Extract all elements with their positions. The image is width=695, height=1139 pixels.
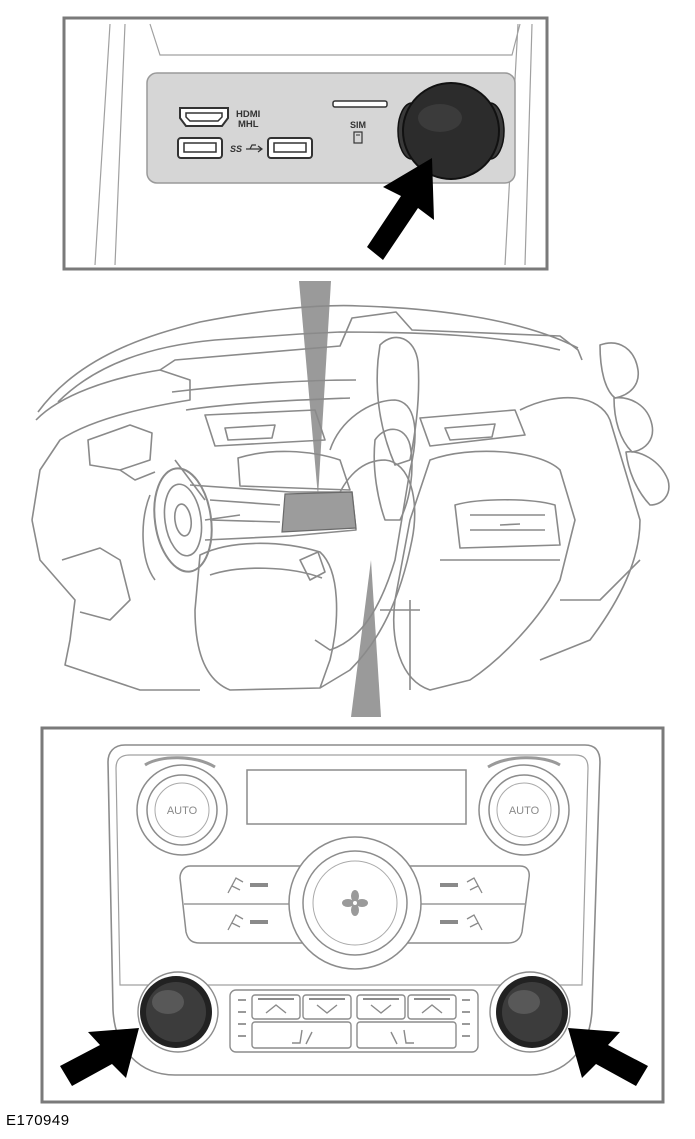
airflow-face-icon	[440, 877, 483, 894]
seat-arrows	[258, 998, 450, 1014]
upper-pointer-wedge	[299, 281, 331, 497]
car-interior	[31, 304, 670, 691]
usb-ss-label: SS	[230, 144, 242, 154]
seat-controls	[229, 989, 479, 1053]
left-rotary-knob	[137, 971, 219, 1053]
climate-bezel-inner	[115, 754, 589, 986]
seat-heat-icon	[390, 1029, 414, 1045]
climate-display	[246, 769, 467, 825]
airflow-face-icon	[227, 877, 268, 894]
usb-symbol	[246, 144, 263, 153]
usb-port-icon	[267, 137, 313, 159]
console-highlight	[281, 491, 357, 533]
airflow-feet-icon	[227, 914, 268, 931]
climate-inset: AUTO AUTO	[40, 726, 665, 1104]
seat-heat-icon	[292, 1029, 313, 1045]
power-socket	[397, 82, 505, 180]
figure-id-label: E170949	[6, 1112, 70, 1129]
lower-pointer-wedge	[351, 560, 381, 717]
right-temperature-dial	[478, 756, 570, 856]
left-auto-label: AUTO	[167, 805, 198, 817]
right-auto-label: AUTO	[509, 805, 540, 817]
mhl-label: MHL	[238, 119, 259, 130]
sim-slot	[332, 100, 388, 108]
left-temperature-dial	[136, 756, 228, 856]
airflow-feet-icon	[440, 914, 483, 931]
pointer-arrow-icon	[60, 1028, 139, 1086]
sim-slot-icon	[353, 131, 363, 144]
sim-label: SIM	[350, 120, 366, 130]
pointer-arrow-icon	[367, 158, 434, 260]
pointer-arrow-icon	[568, 1028, 648, 1086]
hdmi-label: HDMI	[236, 109, 260, 120]
right-rotary-knob	[489, 971, 571, 1053]
fan-icon	[342, 890, 368, 916]
usb-port-icon	[177, 137, 223, 159]
side-ticks	[238, 999, 470, 1037]
ports-inset: HDMI MHL SS SIM	[62, 16, 549, 271]
hdmi-port-icon	[179, 107, 229, 127]
